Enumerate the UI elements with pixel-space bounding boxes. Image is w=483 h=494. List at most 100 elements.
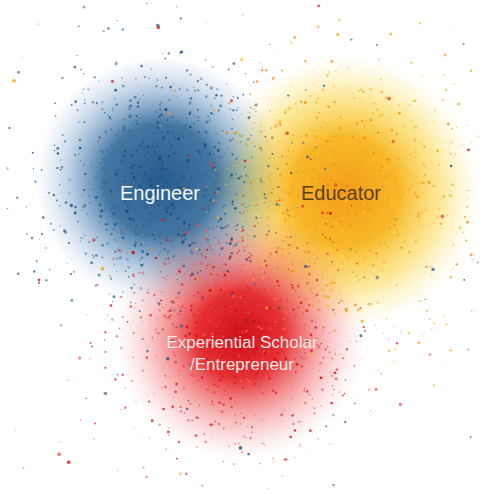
paint-speck xyxy=(318,112,320,114)
paint-speck xyxy=(330,164,331,165)
paint-speck xyxy=(99,149,102,152)
paint-speck xyxy=(284,219,287,222)
paint-speck xyxy=(189,207,191,209)
paint-speck xyxy=(191,252,193,254)
paint-speck xyxy=(132,274,135,277)
paint-speck xyxy=(391,213,393,215)
paint-speck xyxy=(357,309,359,311)
paint-speck xyxy=(162,328,164,330)
paint-speck xyxy=(346,165,348,167)
paint-speck xyxy=(186,162,188,164)
paint-speck xyxy=(231,128,233,130)
paint-speck xyxy=(310,289,311,290)
paint-speck xyxy=(242,94,244,96)
paint-speck xyxy=(111,119,112,120)
paint-speck xyxy=(333,164,335,166)
paint-speck xyxy=(177,137,180,140)
paint-speck xyxy=(160,113,163,116)
paint-speck xyxy=(339,206,341,208)
paint-speck xyxy=(79,147,82,150)
paint-speck xyxy=(164,217,166,219)
paint-speck xyxy=(187,139,189,141)
paint-speck xyxy=(368,154,369,155)
paint-speck xyxy=(342,357,344,359)
paint-speck xyxy=(198,132,200,134)
paint-speck xyxy=(230,384,232,386)
paint-speck xyxy=(303,390,305,392)
paint-speck xyxy=(128,130,129,131)
paint-speck xyxy=(404,241,406,243)
paint-speck xyxy=(80,160,81,161)
paint-speck xyxy=(381,199,384,202)
paint-speck xyxy=(225,183,227,185)
paint-speck xyxy=(213,228,215,230)
paint-speck xyxy=(70,273,72,275)
paint-speck xyxy=(160,143,162,145)
paint-speck xyxy=(333,115,335,117)
paint-speck xyxy=(292,150,294,152)
paint-speck xyxy=(175,383,178,386)
paint-speck xyxy=(235,242,237,244)
paint-speck xyxy=(149,215,151,217)
red-blob xyxy=(112,213,368,457)
paint-speck xyxy=(312,149,314,151)
paint-speck xyxy=(353,131,354,132)
paint-speck xyxy=(156,145,157,146)
paint-speck xyxy=(322,271,325,274)
paint-speck xyxy=(378,270,379,271)
paint-speck xyxy=(244,166,246,168)
paint-speck xyxy=(174,90,176,92)
paint-speck xyxy=(279,252,280,253)
paint-speck xyxy=(371,112,373,114)
paint-speck xyxy=(135,120,137,122)
paint-speck xyxy=(132,164,135,167)
paint-speck xyxy=(452,243,454,245)
paint-speck xyxy=(178,227,181,230)
paint-speck xyxy=(330,60,333,63)
paint-speck xyxy=(237,273,238,274)
paint-speck xyxy=(338,126,341,129)
paint-speck xyxy=(223,227,225,229)
paint-speck xyxy=(261,217,262,218)
paint-speck xyxy=(139,145,142,148)
paint-speck xyxy=(111,318,114,321)
paint-speck xyxy=(218,402,220,404)
paint-speck xyxy=(395,133,397,135)
paint-speck xyxy=(146,350,149,353)
paint-speck xyxy=(383,333,384,334)
paint-speck xyxy=(249,111,251,113)
paint-speck xyxy=(261,259,263,261)
paint-speck xyxy=(322,268,325,271)
paint-speck xyxy=(181,132,184,135)
paint-speck xyxy=(235,223,237,225)
paint-speck xyxy=(129,105,132,108)
paint-speck xyxy=(84,99,86,101)
paint-speck xyxy=(77,221,79,223)
paint-speck xyxy=(106,150,108,152)
paint-speck xyxy=(134,96,137,99)
paint-speck xyxy=(123,127,125,129)
paint-speck xyxy=(253,235,256,238)
paint-speck xyxy=(201,283,203,285)
paint-speck xyxy=(100,168,102,170)
paint-speck xyxy=(170,314,172,316)
paint-speck xyxy=(118,147,120,149)
paint-speck xyxy=(270,184,272,186)
paint-speck xyxy=(151,419,154,422)
paint-speck xyxy=(178,88,181,91)
paint-speck xyxy=(303,287,305,289)
paint-speck xyxy=(190,126,192,128)
paint-speck xyxy=(60,169,62,171)
paint-speck xyxy=(71,104,73,106)
paint-speck xyxy=(255,204,257,206)
paint-speck xyxy=(125,270,126,271)
paint-speck xyxy=(256,209,257,210)
paint-speck xyxy=(57,152,59,154)
paint-speck xyxy=(105,229,108,232)
paint-speck xyxy=(253,196,255,198)
paint-speck xyxy=(333,162,335,164)
paint-speck xyxy=(249,179,252,182)
paint-speck xyxy=(244,250,246,252)
paint-speck xyxy=(292,308,294,310)
paint-speck xyxy=(44,196,46,198)
